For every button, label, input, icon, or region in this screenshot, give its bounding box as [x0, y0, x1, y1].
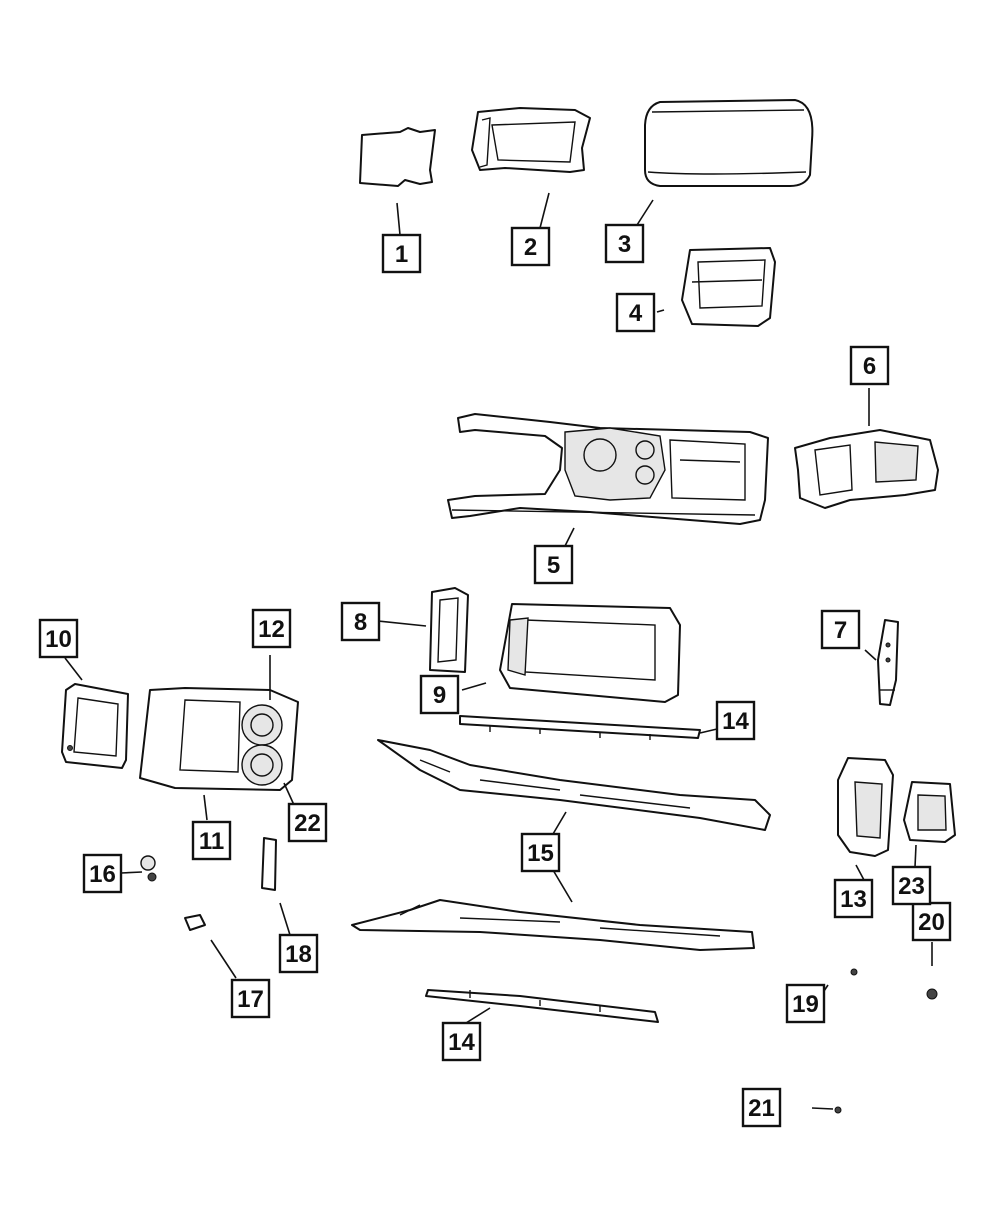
part-armrest-lid	[644, 99, 814, 187]
callout-19: 19	[785, 983, 826, 1024]
svg-text:21: 21	[748, 1095, 775, 1122]
part-screw-21	[834, 1106, 842, 1114]
callout-18: 18	[278, 933, 319, 974]
svg-text:14: 14	[448, 1029, 475, 1056]
callout-15: 15	[520, 832, 561, 873]
callout-4: 4	[615, 292, 656, 333]
svg-text:8: 8	[354, 609, 367, 636]
svg-text:10: 10	[45, 626, 72, 653]
svg-text:17: 17	[237, 986, 264, 1013]
part-retainer-strip-lower	[425, 989, 659, 1023]
callout-14-upper: 14	[715, 700, 756, 741]
svg-text:2: 2	[524, 234, 537, 261]
callout-6: 6	[849, 345, 890, 386]
svg-text:23: 23	[898, 873, 925, 900]
part-rear-bracket	[794, 429, 939, 509]
callout-10: 10	[38, 618, 79, 659]
part-console-base	[447, 413, 769, 525]
part-trim-plate	[61, 683, 129, 769]
part-rear-vent-bezel	[837, 757, 894, 857]
svg-text:22: 22	[294, 810, 321, 837]
svg-text:14: 14	[722, 708, 749, 735]
callout-7: 7	[820, 609, 861, 650]
svg-text:11: 11	[199, 828, 224, 855]
svg-text:5: 5	[547, 552, 560, 579]
svg-text:1: 1	[395, 241, 408, 268]
part-cupholder-assembly	[139, 687, 299, 791]
svg-text:20: 20	[918, 909, 945, 936]
part-screw-19	[850, 968, 858, 976]
callout-21: 21	[741, 1087, 782, 1128]
svg-text:12: 12	[258, 616, 285, 643]
part-retainer-strip-upper	[459, 715, 701, 740]
callout-2: 2	[510, 226, 551, 267]
svg-text:18: 18	[285, 941, 312, 968]
callout-3: 3	[604, 223, 645, 264]
svg-text:13: 13	[840, 886, 867, 913]
part-mounting-bracket	[877, 619, 899, 706]
part-trim-bezel	[429, 587, 469, 673]
callout-22: 22	[287, 802, 328, 843]
part-armrest-substrate	[471, 107, 591, 173]
part-armrest-pad	[359, 127, 436, 187]
part-side-panel-right	[351, 899, 755, 951]
part-clip-18	[261, 837, 277, 891]
leader-lines	[64, 192, 933, 1110]
svg-text:9: 9	[433, 682, 446, 709]
part-connector	[184, 914, 206, 931]
svg-text:19: 19	[792, 991, 819, 1018]
svg-text:6: 6	[863, 353, 876, 380]
callout-20: 20	[911, 901, 952, 942]
callout-9: 9	[419, 674, 460, 715]
part-nut-20	[926, 988, 938, 1000]
callout-17: 17	[230, 978, 271, 1019]
svg-text:7: 7	[834, 617, 847, 644]
part-console-bezel	[499, 603, 681, 703]
part-plug	[140, 855, 157, 882]
callout-16: 16	[82, 853, 123, 894]
callout-14-lower: 14	[441, 1021, 482, 1062]
part-rear-vent	[903, 781, 956, 843]
svg-text:3: 3	[618, 231, 631, 258]
callout-11: 11	[191, 820, 232, 861]
svg-text:16: 16	[89, 861, 116, 888]
part-storage-bin	[681, 247, 776, 327]
callout-23: 23	[891, 865, 932, 906]
callout-13: 13	[833, 878, 874, 919]
callout-8: 8	[340, 601, 381, 642]
part-side-panel-left	[377, 739, 771, 831]
callout-12: 12	[251, 608, 292, 649]
callout-5: 5	[533, 544, 574, 585]
svg-text:4: 4	[629, 300, 643, 327]
callout-1: 1	[381, 233, 422, 274]
svg-text:15: 15	[527, 840, 554, 867]
